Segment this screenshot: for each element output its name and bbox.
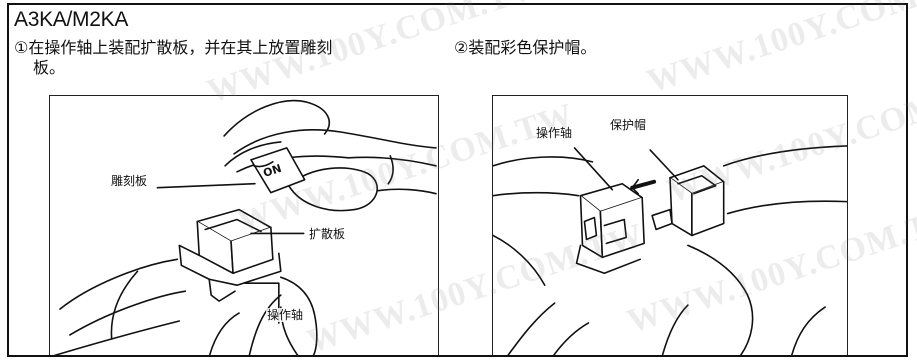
- model-title: A3KA/M2KA: [14, 8, 129, 31]
- label-shaft-2: 操作轴: [535, 126, 574, 140]
- figure-1-drawing: ON: [53, 99, 437, 355]
- plate-marking: ON: [262, 162, 284, 180]
- step-1-text-line-2: 板。: [33, 58, 66, 77]
- step-1-text-line-1: ①在操作轴上装配扩散板，并在其上放置雕刻: [14, 38, 333, 57]
- label-shaft: 操作轴: [266, 308, 305, 322]
- instruction-panel: A3KA/M2KA ①在操作轴上装配扩散板，并在其上放置雕刻 板。 ②装配彩色保…: [7, 3, 908, 357]
- label-engraving-plate: 雕刻板: [110, 174, 149, 188]
- figure-1-illustration: ON 雕刻板 扩散板 操作轴: [49, 95, 439, 355]
- figure-2-drawing: [493, 145, 847, 355]
- label-protective-cap: 保护帽: [609, 118, 648, 132]
- figure-2-illustration: 操作轴 保护帽: [492, 95, 848, 355]
- step-2-instruction: ②装配彩色保护帽。: [454, 38, 597, 57]
- label-diffuser: 扩散板: [308, 227, 347, 241]
- step-1-instruction: ①在操作轴上装配扩散板，并在其上放置雕刻 板。: [14, 38, 414, 78]
